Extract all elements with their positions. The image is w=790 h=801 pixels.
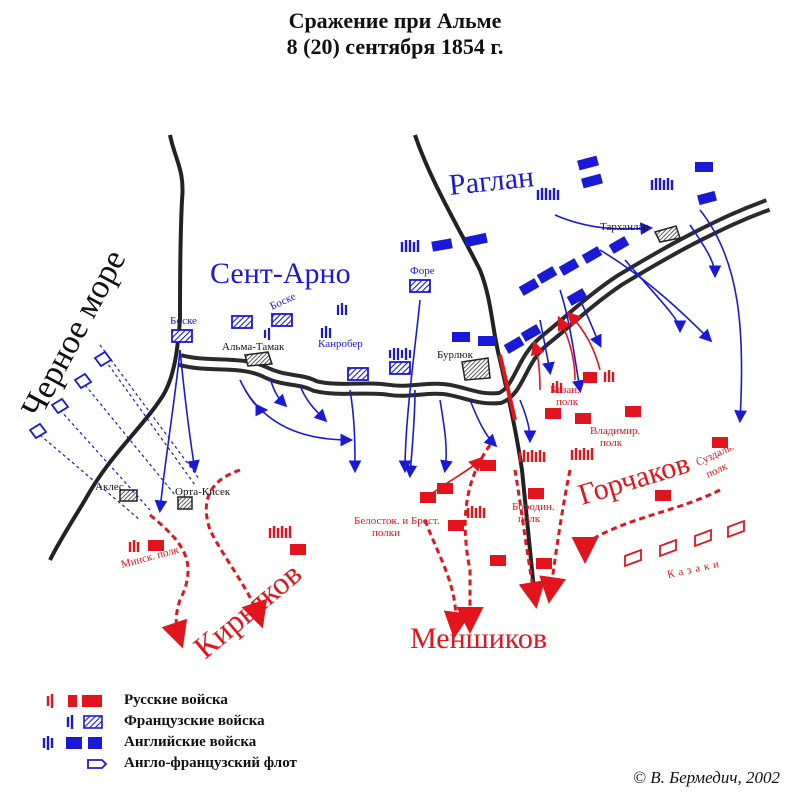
french-unit <box>409 279 431 293</box>
russian-unit-icon <box>46 693 102 708</box>
cossack-units <box>624 519 745 568</box>
village-burlyuk-mark <box>461 357 491 381</box>
sea-label: Черное море <box>14 244 133 424</box>
road-west <box>48 134 185 561</box>
copyright: © В. Бермедич, 2002 <box>633 768 780 787</box>
label-cossacks: Казаки <box>666 557 724 580</box>
english-small-units <box>400 178 674 252</box>
label-bosquet-2: Боске <box>268 290 298 312</box>
label-canrobert: Канробер <box>318 338 363 350</box>
commander-menshikov: Меншиков <box>410 622 547 655</box>
legend-french-symbol <box>30 713 112 731</box>
label-bosquet-1: Боске <box>170 315 197 327</box>
legend-english-symbol <box>30 734 112 752</box>
river-alma <box>178 198 771 406</box>
label-belostok-brest-2: полки <box>372 527 400 539</box>
french-unit-icon <box>66 714 103 729</box>
french-unit <box>271 313 293 327</box>
commander-raglan: Раглан <box>447 160 535 202</box>
label-akles: Аклес <box>95 481 124 493</box>
label-kazan-1: Казан. <box>550 384 580 396</box>
village-orta-kisek-mark <box>177 496 193 510</box>
allied-fleet <box>28 350 113 440</box>
russian-units <box>148 372 728 569</box>
label-borodino-2: полк <box>518 513 541 525</box>
map-date: 8 (20) сентября 1854 г. <box>286 34 504 59</box>
label-alma-tamak: Альма-Тамак <box>222 341 285 353</box>
map-title: Сражение при Альме <box>288 8 502 33</box>
legend-row-french: Французские войска <box>30 711 297 732</box>
french-unit <box>389 361 411 375</box>
legend-label-english: Английские войска <box>124 734 257 750</box>
commander-kiryakov: Кирьяков <box>186 555 308 665</box>
label-forey: Форе <box>410 265 435 277</box>
legend-label-french: Французские войска <box>124 713 265 729</box>
legend-label-russian: Русские войска <box>124 692 228 708</box>
allied-arrows <box>154 209 747 514</box>
label-belostok-brest-1: Белосток. и Брест. <box>354 515 440 527</box>
label-orta-kisek: Орта-Кисек <box>175 486 231 498</box>
legend-label-fleet: Англо-французский флот <box>124 755 297 771</box>
label-borodino-1: Бородин. <box>512 501 555 513</box>
russian-attack-arrows <box>429 311 601 496</box>
french-unit <box>231 315 253 329</box>
french-units <box>171 279 431 381</box>
russian-small-units <box>128 370 615 552</box>
legend: Русские войска Французские войска Англий… <box>30 690 297 774</box>
legend-row-english: Английские войска <box>30 732 297 753</box>
ship-icon <box>50 397 70 415</box>
french-small-units <box>263 303 412 360</box>
label-vladimir-1: Владимир. <box>590 425 641 437</box>
french-unit <box>347 367 369 381</box>
english-unit-icon <box>42 735 102 750</box>
ship-icon <box>73 372 93 390</box>
french-unit <box>171 329 193 343</box>
legend-fleet-symbol <box>30 755 112 773</box>
village-tarkhanlar-mark <box>653 225 681 243</box>
commander-saint-arnaud: Сент-Арно <box>210 257 351 290</box>
label-burlyuk: Бурлюк <box>437 349 474 361</box>
ship-icon <box>28 422 48 440</box>
russian-retreat-arrows <box>149 444 721 649</box>
label-tarkhanlar: Тарханлар <box>600 221 649 233</box>
village-alma-tamak-mark <box>244 351 274 367</box>
fleet-fire-lines <box>39 344 201 521</box>
legend-row-russian: Русские войска <box>30 690 297 711</box>
label-vladimir-2: полк <box>600 437 623 449</box>
legend-row-fleet: Англо-французский флот <box>30 753 297 774</box>
ship-icon <box>87 758 108 769</box>
label-kazan-2: полк <box>556 396 579 408</box>
ship-icon <box>93 350 113 368</box>
english-units <box>431 155 717 354</box>
legend-russian-symbol <box>30 692 112 710</box>
russian-bridge-position <box>498 354 517 421</box>
